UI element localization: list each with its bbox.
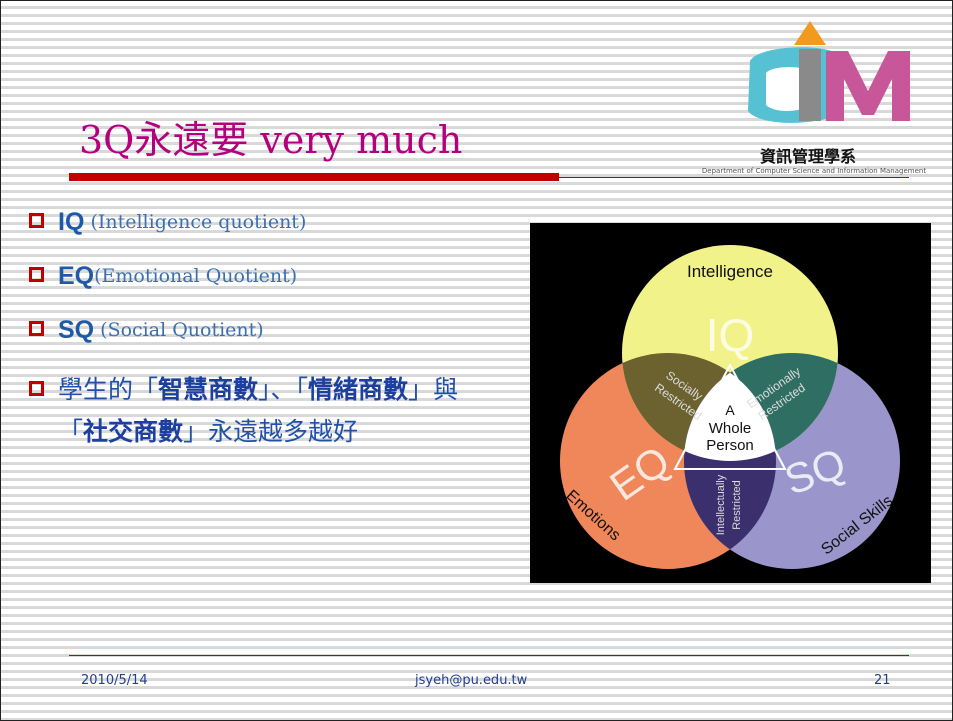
text-bold-intelligence: 智慧商數 — [158, 375, 259, 404]
connecting-triangle — [673, 362, 787, 470]
footer-page-number: 21 — [874, 673, 891, 688]
bullet-box-icon — [29, 213, 44, 228]
bullet-students-3q: 學生的「智慧商數」、「情緒商數」與「社交商數」永遠越多越好 — [29, 369, 519, 453]
label-intelligence: Intelligence — [687, 262, 773, 281]
bullet-code: SQ — [58, 316, 95, 344]
bullet-box-icon — [29, 381, 44, 396]
label-iq: IQ — [706, 309, 755, 361]
text-part: 學生的「 — [58, 375, 159, 404]
footer-rule — [69, 655, 909, 656]
bullet-code: EQ — [58, 262, 95, 290]
im-logo-icon — [748, 21, 910, 123]
bullet-description: (Social Quotient) — [94, 319, 264, 341]
label-intellectually: Intellectually — [715, 474, 727, 535]
department-logo: 資訊管理學系 Department of Computer Science an… — [688, 15, 952, 175]
title-underline — [69, 173, 559, 181]
bullet-sq: SQ (Social Quotient) — [29, 315, 519, 369]
footer-date: 2010/5/14 — [81, 673, 148, 688]
bullet-box-icon — [29, 321, 44, 336]
label-whole-a: A — [725, 402, 735, 418]
whole-person-region — [684, 353, 776, 461]
label-person: Person — [706, 437, 754, 454]
footer-email: jsyeh@pu.edu.tw — [415, 673, 528, 688]
department-name-english: Department of Computer Science and Infor… — [701, 167, 927, 175]
label-whole: Whole — [709, 420, 752, 437]
label-intellectually-restricted: Restricted — [731, 480, 743, 530]
text-part: 」、「 — [258, 375, 309, 404]
text-bold-emotion: 情緒商數 — [308, 375, 409, 404]
title-underline-thin — [559, 177, 909, 178]
department-name-chinese: 資訊管理學系 — [759, 147, 856, 166]
bullet-iq: IQ (Intelligence quotient) — [29, 207, 519, 261]
text-part: 」與「 — [58, 375, 459, 446]
bullet-code: IQ — [58, 208, 85, 236]
bullet-description: (Intelligence quotient) — [84, 211, 307, 233]
bullet-chinese-text: 學生的「智慧商數」、「情緒商數」與「社交商數」永遠越多越好 — [58, 369, 478, 453]
bullet-box-icon — [29, 267, 44, 282]
slide-title: 3Q永遠要 very much — [79, 118, 463, 162]
bullet-eq: EQ (Emotional Quotient) — [29, 261, 519, 315]
bullet-description: (Emotional Quotient) — [94, 265, 298, 287]
bullet-list: IQ (Intelligence quotient) EQ (Emotional… — [29, 207, 519, 453]
text-part: 」永遠越多越好 — [183, 417, 359, 446]
text-bold-social: 社交商數 — [83, 417, 184, 446]
three-q-venn-diagram: Intelligence IQ EQ SQ Socially Restricte… — [530, 223, 931, 583]
